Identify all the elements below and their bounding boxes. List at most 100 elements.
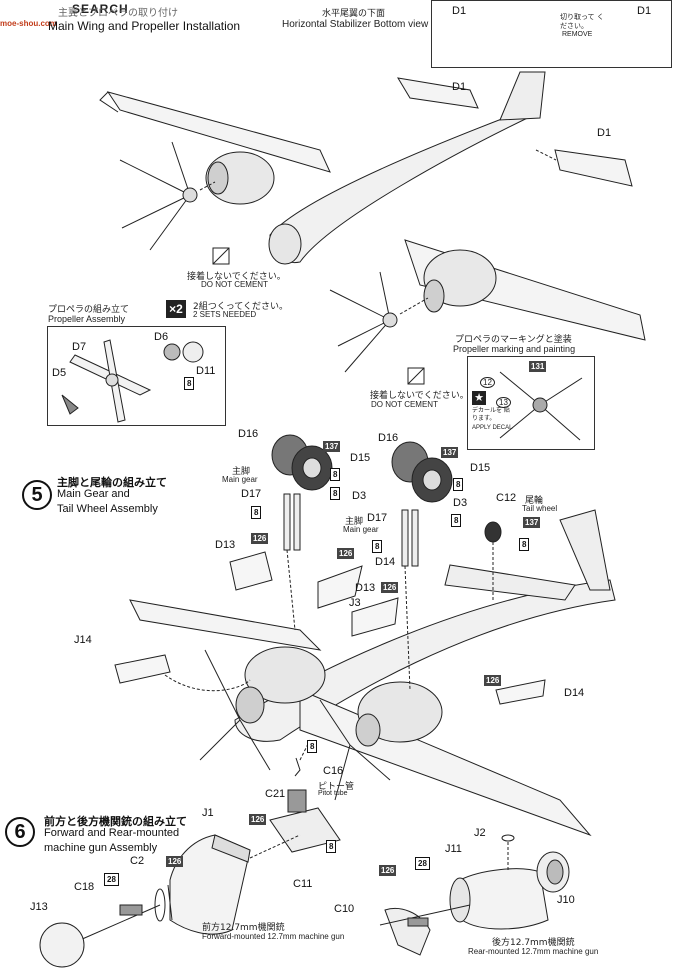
part-d6: D6 bbox=[154, 331, 169, 343]
cut-box-en: REMOVE bbox=[562, 31, 593, 38]
sets-needed-en: 2 SETS NEEDED bbox=[193, 310, 257, 319]
main-gear-jp-right: 主脚 bbox=[345, 517, 364, 527]
part-d13-left: D13 bbox=[215, 539, 236, 551]
part-d16-right: D16 bbox=[378, 432, 399, 444]
prop-marking-en: Propeller marking and painting bbox=[453, 344, 576, 354]
paint-8-b: 8 bbox=[330, 487, 341, 500]
sets-multiplier-badge: ×2 bbox=[166, 300, 186, 318]
prop-assembly-box: D6 D7 D5 D11 8 bbox=[47, 326, 226, 426]
stabilizer-label-jp: 水平尾翼の下面 bbox=[322, 9, 386, 19]
part-d1-lower: D1 bbox=[597, 127, 612, 139]
paint-8-e: 8 bbox=[451, 514, 462, 527]
part-d14-bottom: D14 bbox=[564, 687, 585, 699]
pitot-en: Pitot tube bbox=[318, 790, 348, 797]
part-d14-top: D14 bbox=[375, 556, 396, 568]
main-gear-jp-left: 主脚 bbox=[232, 467, 251, 477]
watermark: SEARCH moe-shou.com bbox=[0, 0, 128, 28]
paint-126-e: 126 bbox=[249, 814, 267, 825]
part-j1: J1 bbox=[202, 807, 214, 819]
paint-8-g: 8 bbox=[519, 538, 530, 551]
header-title-en: Main Wing and Propeller Installation bbox=[48, 19, 241, 33]
do-not-cement-jp-1: 接着しないでください。 bbox=[187, 272, 286, 282]
star-icon: ★ bbox=[472, 391, 486, 405]
part-d13-right: D13 bbox=[355, 582, 376, 594]
rear-gun-jp: 後方12.7mm機関銃 bbox=[492, 938, 575, 948]
part-c21: C21 bbox=[265, 788, 286, 800]
rear-gun-en: Rear-mounted 12.7mm machine gun bbox=[468, 947, 599, 956]
part-d11: D11 bbox=[196, 365, 216, 377]
part-c16: C16 bbox=[323, 765, 344, 777]
part-d5: D5 bbox=[52, 367, 67, 379]
paint-28-b: 28 bbox=[415, 857, 430, 870]
apply-decal-en: APPLY DECAL bbox=[472, 425, 513, 431]
step-6-title-en-2: machine gun Assembly bbox=[44, 842, 158, 854]
cut-box-left-part: D1 bbox=[452, 5, 467, 17]
cut-box: D1 D1 切り取って ください。 REMOVE bbox=[431, 0, 672, 68]
part-j2: J2 bbox=[474, 827, 486, 839]
cut-box-jp: 切り取って ください。 bbox=[560, 13, 604, 30]
stabilizer-label-en: Horizontal Stabilizer Bottom view bbox=[282, 19, 429, 30]
paint-137-a: 137 bbox=[323, 441, 341, 452]
part-d15-left: D15 bbox=[350, 452, 371, 464]
sets-needed-jp: 2組つくってください。 bbox=[193, 302, 289, 312]
paint-137-c: 137 bbox=[523, 517, 541, 528]
step-5-title-jp: 主脚と尾輪の組み立て bbox=[57, 476, 167, 489]
part-d16-left: D16 bbox=[238, 428, 259, 440]
decal-12: 12 bbox=[480, 377, 495, 388]
prop-assembly-en: Propeller Assembly bbox=[48, 314, 126, 324]
main-gear-en-right: Main gear bbox=[343, 525, 379, 534]
tail-wheel-jp: 尾輪 bbox=[525, 496, 544, 506]
paint-8-a: 8 bbox=[330, 468, 341, 481]
part-c12: C12 bbox=[496, 492, 517, 504]
part-d17-left: D17 bbox=[241, 488, 262, 500]
paint-126-b: 126 bbox=[337, 548, 355, 559]
step-6-title-en-1: Forward and Rear-mounted bbox=[44, 827, 180, 839]
sets-multiplier-value: 2 bbox=[176, 302, 183, 316]
apply-decal-jp: デカールを 貼ります。 bbox=[472, 407, 510, 422]
part-j13: J13 bbox=[30, 901, 48, 913]
paint-126-d: 126 bbox=[484, 675, 502, 686]
part-d3-right: D3 bbox=[453, 497, 468, 509]
part-c2: C2 bbox=[130, 855, 145, 867]
sets-multiplier-text: × bbox=[169, 302, 177, 316]
do-not-cement-jp-2: 接着しないでください。 bbox=[370, 391, 469, 401]
part-d15-right: D15 bbox=[470, 462, 491, 474]
watermark-text: SEARCH bbox=[72, 2, 129, 16]
prop-assembly-jp: プロペラの組み立て bbox=[48, 305, 130, 315]
part-c11: C11 bbox=[293, 878, 313, 890]
step-6-title-jp: 前方と後方機関銃の組み立て bbox=[44, 815, 187, 828]
part-j14: J14 bbox=[74, 634, 92, 646]
paint-8-i: 8 bbox=[326, 840, 337, 853]
paint-8-h: 8 bbox=[307, 740, 318, 753]
paint-code-131: 131 bbox=[529, 361, 547, 372]
paint-126-a: 126 bbox=[251, 533, 269, 544]
paint-126-g: 126 bbox=[379, 865, 397, 876]
part-d3-left: D3 bbox=[352, 490, 367, 502]
main-gear-en-left: Main gear bbox=[222, 475, 258, 484]
paint-126-f: 126 bbox=[166, 856, 184, 867]
part-j11: J11 bbox=[445, 843, 462, 855]
paint-126-c: 126 bbox=[381, 582, 399, 593]
fwd-gun-en: Forward-mounted 12.7mm machine gun bbox=[202, 932, 345, 941]
header-title-jp: 主翼とプロペラの取り付け bbox=[58, 8, 178, 19]
part-c10: C10 bbox=[334, 903, 355, 915]
paint-8-c: 8 bbox=[251, 506, 262, 519]
decal-13: 13 bbox=[496, 397, 511, 408]
step-5-number: 5 bbox=[22, 480, 52, 510]
watermark-site: moe-shou.com bbox=[0, 19, 57, 28]
tail-wheel-en: Tail wheel bbox=[522, 504, 558, 513]
part-d1-upper: D1 bbox=[452, 81, 467, 93]
do-not-cement-en-1: DO NOT CEMENT bbox=[201, 280, 268, 289]
do-not-cement-en-2: DO NOT CEMENT bbox=[371, 400, 438, 409]
paint-137-b: 137 bbox=[441, 447, 459, 458]
part-d17-right: D17 bbox=[367, 512, 388, 524]
prop-marking-box: 131 12 13 ★ デカールを 貼ります。 APPLY DECAL bbox=[467, 356, 595, 450]
paint-8-f: 8 bbox=[372, 540, 383, 553]
step-5-title-en-2: Tail Wheel Assembly bbox=[57, 503, 158, 515]
part-c18: C18 bbox=[74, 881, 95, 893]
paint-code-8: 8 bbox=[184, 377, 195, 390]
paint-28-a: 28 bbox=[104, 873, 119, 886]
cut-box-right-part: D1 bbox=[637, 5, 652, 17]
part-d7: D7 bbox=[72, 341, 87, 353]
paint-8-d: 8 bbox=[453, 478, 464, 491]
